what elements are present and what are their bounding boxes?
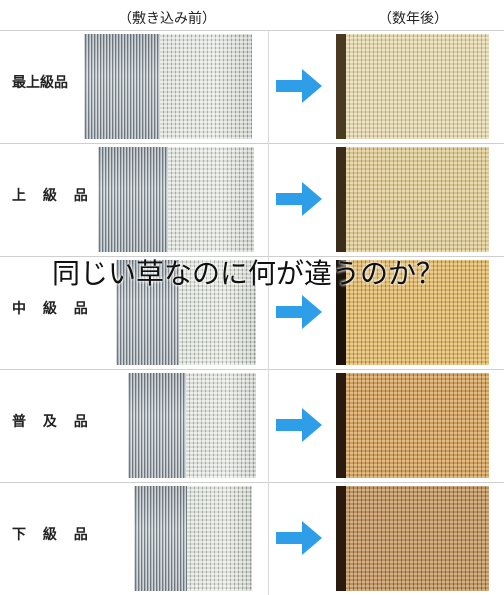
aged-mat-surface xyxy=(346,34,489,139)
column-divider xyxy=(268,256,269,369)
frayed-edge xyxy=(128,373,186,478)
aged-mat-surface xyxy=(346,260,489,365)
arrow-right-icon xyxy=(276,69,322,103)
frayed-edge xyxy=(84,34,160,139)
grade-label: 下 級 品 xyxy=(12,527,94,543)
grade-row: 最上級品 xyxy=(0,30,504,143)
grade-row: 普 及 品 xyxy=(0,369,504,482)
woven-surface xyxy=(186,373,256,478)
column-divider xyxy=(268,30,269,143)
arrow-right-icon xyxy=(276,295,322,329)
column-divider xyxy=(268,143,269,256)
grade-label: 中 級 品 xyxy=(12,301,94,317)
swatch-before xyxy=(98,147,254,252)
swatch-before xyxy=(128,373,256,478)
header-after: （数年後） xyxy=(378,11,448,27)
swatch-before xyxy=(134,486,252,591)
frayed-edge xyxy=(116,260,179,365)
aged-mat-surface xyxy=(346,147,489,252)
woven-surface xyxy=(168,147,254,252)
swatch-before xyxy=(116,260,256,365)
grade-label: 上 級 品 xyxy=(12,188,94,204)
overlay-question: 同じい草なのに何が違うのか？ xyxy=(52,257,445,290)
arrow-right-icon xyxy=(276,521,322,555)
swatch-after xyxy=(336,34,489,139)
swatch-before xyxy=(84,34,252,139)
aged-mat-surface xyxy=(346,373,489,478)
woven-surface xyxy=(187,486,252,591)
swatch-after xyxy=(336,486,489,591)
mat-border-edge xyxy=(336,34,346,139)
woven-surface xyxy=(179,260,256,365)
row-divider xyxy=(0,30,504,31)
row-divider xyxy=(0,369,504,370)
grade-label: 普 及 品 xyxy=(12,414,94,430)
column-divider xyxy=(268,482,269,595)
grade-row: 中 級 品 xyxy=(0,256,504,369)
arrow-right-icon xyxy=(276,408,322,442)
swatch-after xyxy=(336,260,489,365)
aged-mat-surface xyxy=(346,486,489,591)
swatch-after xyxy=(336,373,489,478)
frayed-edge xyxy=(134,486,187,591)
mat-border-edge xyxy=(336,147,346,252)
woven-surface xyxy=(160,34,252,139)
grade-row: 下 級 品 xyxy=(0,482,504,595)
grade-row: 上 級 品 xyxy=(0,143,504,256)
column-divider xyxy=(268,369,269,482)
row-divider xyxy=(0,256,504,257)
mat-border-edge xyxy=(336,260,346,365)
swatch-after xyxy=(336,147,489,252)
row-divider xyxy=(0,482,504,483)
row-divider xyxy=(0,143,504,144)
arrow-right-icon xyxy=(276,182,322,216)
header-before: （敷き込み前） xyxy=(118,11,216,27)
mat-border-edge xyxy=(336,486,346,591)
grade-label: 最上級品 xyxy=(12,75,68,91)
frayed-edge xyxy=(98,147,168,252)
mat-border-edge xyxy=(336,373,346,478)
